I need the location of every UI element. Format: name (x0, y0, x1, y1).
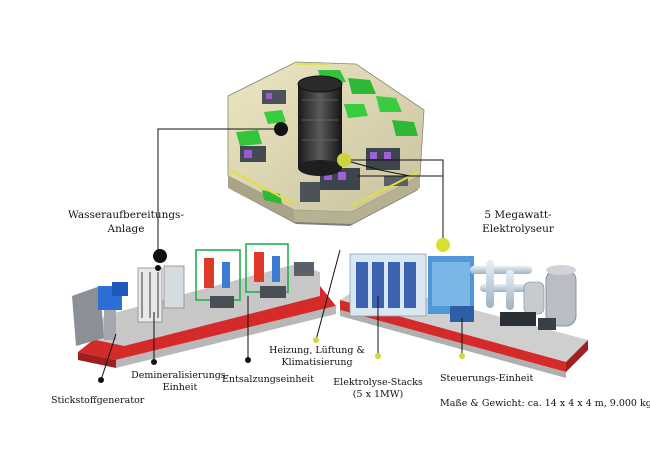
label-nitrogen-generator: Stickstoffgenerator (51, 395, 145, 406)
marker-dot-yellow (337, 153, 351, 167)
equipment-detail (244, 150, 252, 158)
green-module (392, 120, 418, 136)
marker-dot-black (153, 249, 167, 263)
marker-dot-black (98, 377, 104, 383)
pipe (486, 260, 494, 308)
tower-base (298, 160, 342, 176)
equipment-block (240, 146, 266, 162)
water-treatment-module (72, 243, 336, 368)
label-demineralisation: Demineralisierungs- Einheit (130, 370, 230, 394)
tower-top (297, 75, 343, 93)
deck-edge-left (228, 176, 294, 222)
label-hvac: Heizung, Lüftung & Klimatisierung (264, 345, 370, 369)
equipment-detail (370, 152, 377, 159)
equipment-detail (384, 152, 391, 159)
label-line: Einheit (162, 382, 198, 393)
equipment-detail (338, 172, 346, 180)
label-control-unit: Steuerungs-Einheit (440, 373, 534, 384)
equipment-detail (324, 172, 332, 180)
label-line: Wasseraufbereitungs- (68, 209, 184, 221)
nitrogen-generator-housing (72, 286, 104, 346)
green-module (264, 110, 286, 124)
green-module (376, 96, 402, 112)
label-line: 5 Megawatt- (484, 209, 552, 221)
marker-dot-yellow (375, 353, 381, 359)
connector-nitrogen (100, 333, 117, 381)
label-line: (5 x 1MW) (352, 389, 404, 400)
equipment-block (262, 90, 286, 104)
electrolyser-module (340, 253, 588, 378)
label-water-treatment: Wasseraufbereitungs- Anlage (66, 208, 186, 236)
green-module (236, 130, 262, 146)
label-electrolysis-stacks: Elektrolyse-Stacks (5 x 1MW) (330, 377, 426, 401)
green-module (344, 104, 368, 118)
skid-frame-front (116, 306, 336, 368)
label-desalination: Entsalzungseinheit (222, 374, 315, 385)
label-dimensions-weight: Maße & Gewicht: ca. 14 x 4 x 4 m, 9.000 … (440, 398, 650, 409)
pipe (506, 270, 514, 310)
connector-water-treatment (157, 128, 281, 256)
label-line: Klimatisierung (281, 357, 353, 368)
skid-frame-red (340, 300, 566, 372)
marker-dot-black (151, 359, 157, 365)
callout-connectors (100, 128, 463, 381)
skid-frame-side (566, 340, 588, 372)
offshore-platform (227, 61, 425, 226)
skid-floor (96, 264, 320, 346)
marker-dot-yellow (313, 337, 319, 343)
green-module (262, 190, 282, 204)
separator-vessel (545, 269, 577, 327)
label-line: Demineralisierungs- (131, 370, 229, 381)
yellow-railing (229, 169, 295, 205)
label-line: Elektrolyseur (482, 223, 554, 235)
callout-markers (98, 122, 465, 383)
yellow-railing (351, 171, 419, 207)
pipe (470, 266, 532, 274)
label-line: Anlage (107, 223, 145, 235)
deck-edge-right (294, 176, 420, 224)
connector-electrolyser (344, 159, 444, 245)
marker-dot-black (274, 122, 288, 136)
equipment-detail (266, 93, 272, 99)
label-line: Elektrolyse-Stacks (333, 377, 423, 388)
equipment-block (384, 176, 408, 186)
label-electrolyser: 5 Megawatt- Elektrolyseur (458, 208, 578, 236)
green-module (348, 78, 376, 94)
tower-cylinder (298, 84, 342, 168)
label-line: Heizung, Lüftung & (269, 345, 365, 356)
marker-dot-yellow (436, 238, 450, 252)
marker-dot-black (245, 357, 251, 363)
connector-hvac (315, 249, 341, 341)
marker-dot-yellow (459, 353, 465, 359)
equipment-block (300, 182, 320, 202)
